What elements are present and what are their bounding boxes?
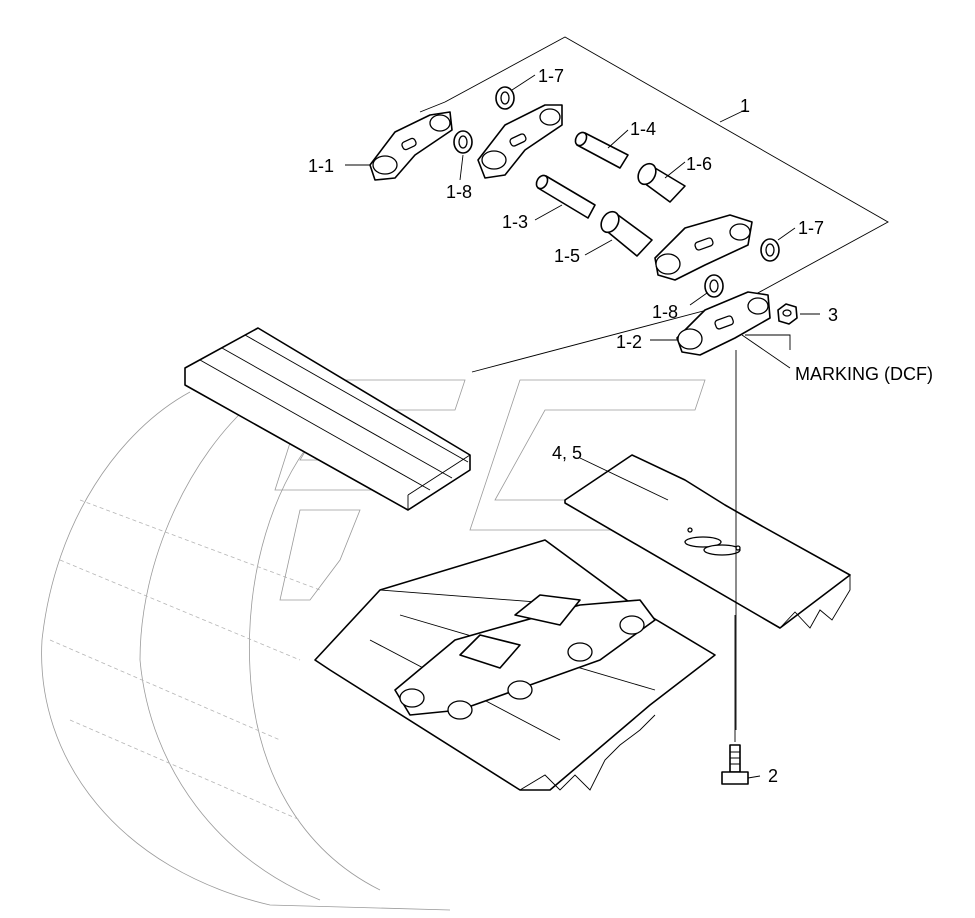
washer-1-8-lower [704,274,724,298]
track-loop-outline [41,391,451,911]
label-1-2: 1-2 [616,332,642,352]
link-1-2 [676,291,771,356]
label-1-8-lower: 1-8 [652,302,678,322]
label-1-8-top: 1-8 [446,182,472,202]
washer-1-7-top [495,86,515,110]
pin-1-4 [574,131,629,169]
chain-links [394,594,656,720]
bolt-2 [721,744,749,785]
nut-3 [777,303,798,325]
watermark-shape [274,379,706,601]
label-4-5: 4, 5 [552,443,582,463]
link-1-1 [369,111,453,181]
label-1-6: 1-6 [686,154,712,174]
label-1-4: 1-4 [630,119,656,139]
label-1-7-top: 1-7 [538,66,564,86]
washer-1-8-top [453,130,473,154]
bushing-1-5 [600,210,653,257]
label-1-7-right: 1-7 [798,218,824,238]
label-3: 3 [828,305,838,325]
label-2: 2 [768,766,778,786]
callout-labels: 1 1-1 1-7 1-8 1-4 1-6 1-3 1-5 1-7 1-8 1-… [308,66,933,786]
assembly-1-frame [419,36,889,373]
link-1-1-second [477,104,563,179]
label-1-1: 1-1 [308,156,334,176]
label-1-3: 1-3 [502,212,528,232]
track-shoe-left [184,327,471,511]
label-1: 1 [740,96,750,116]
washer-1-7-right [760,238,780,262]
label-1-5: 1-5 [554,246,580,266]
leader-lines [345,74,820,779]
bushing-1-6 [637,162,686,203]
link-upper-right [654,214,753,281]
pin-1-3 [535,174,596,219]
track-shoe-right [564,454,851,629]
label-marking: MARKING (DCF) [795,364,933,384]
